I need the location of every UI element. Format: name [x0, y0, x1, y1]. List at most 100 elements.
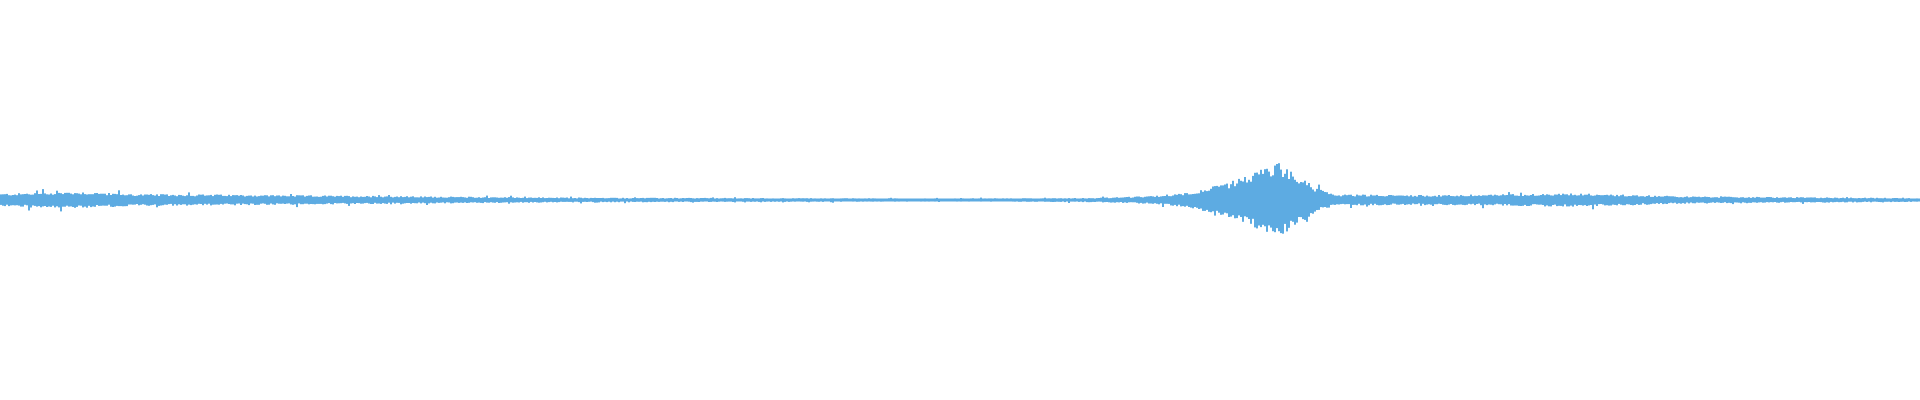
waveform-sample-bar	[1468, 196, 1470, 204]
waveform-sample-bar	[370, 197, 372, 204]
waveform-sample-bar	[40, 193, 42, 208]
waveform-sample-bar	[252, 196, 254, 204]
waveform-sample-bar	[86, 194, 88, 208]
waveform-sample-bar	[872, 198, 874, 202]
waveform-sample-bar	[1130, 197, 1132, 203]
waveform-sample-bar	[1132, 197, 1134, 203]
waveform-sample-bar	[422, 197, 424, 203]
waveform-sample-bar	[782, 198, 784, 203]
waveform-sample-bar	[1456, 195, 1458, 205]
waveform-sample-bar	[1858, 198, 1860, 203]
waveform-sample-bar	[468, 196, 470, 203]
waveform-sample-bar	[1066, 198, 1068, 202]
waveform-sample-bar	[1602, 195, 1604, 205]
waveform-sample-bar	[1890, 198, 1892, 203]
waveform-sample-bar	[1760, 197, 1762, 203]
waveform-sample-bar	[1756, 196, 1758, 203]
waveform-sample-bar	[658, 198, 660, 202]
waveform-sample-bar	[76, 193, 78, 207]
waveform-sample-bar	[1790, 197, 1792, 202]
waveform-sample-bar	[1582, 195, 1584, 206]
waveform-sample-bar	[460, 196, 462, 203]
waveform-sample-bar	[180, 195, 182, 205]
waveform-sample-bar	[230, 196, 232, 205]
waveform-sample-bar	[1594, 195, 1596, 205]
waveform-sample-bar	[842, 198, 844, 202]
waveform-sample-bar	[910, 198, 912, 202]
waveform-sample-bar	[984, 198, 986, 202]
waveform-sample-bar	[1584, 194, 1586, 206]
waveform-sample-bar	[1158, 196, 1160, 205]
waveform-sample-bar	[1848, 198, 1850, 202]
waveform-sample-bar	[628, 198, 630, 203]
waveform-sample-bar	[830, 198, 832, 203]
waveform-sample-bar	[954, 198, 956, 202]
waveform-sample-bar	[4, 194, 6, 207]
waveform-sample-bar	[1812, 197, 1814, 203]
waveform-sample-bar	[1068, 198, 1070, 203]
waveform-sample-bar	[1558, 193, 1560, 206]
waveform-sample-bar	[614, 197, 616, 203]
waveform-sample-bar	[80, 194, 82, 206]
waveform-sample-bar	[1652, 196, 1654, 204]
waveform-sample-bar	[282, 195, 284, 204]
waveform-sample-bar	[560, 197, 562, 202]
waveform-sample-bar	[732, 198, 734, 202]
waveform-sample-bar	[1482, 195, 1484, 209]
waveform-sample-bar	[546, 198, 548, 203]
waveform-sample-bar	[1058, 198, 1060, 202]
waveform-sample-bar	[972, 198, 974, 202]
waveform-sample-bar	[662, 198, 664, 202]
waveform-sample-bar	[322, 195, 324, 205]
waveform-sample-bar	[1612, 195, 1614, 205]
waveform-sample-bar	[352, 196, 354, 204]
waveform-sample-bar	[1660, 196, 1662, 203]
waveform-sample-bar	[1026, 198, 1028, 202]
waveform-sample-bar	[1314, 191, 1316, 212]
waveform-sample-bar	[1370, 194, 1372, 204]
waveform-sample-bar	[720, 198, 722, 202]
waveform-sample-bar	[346, 195, 348, 204]
waveform-sample-bar	[1682, 197, 1684, 204]
waveform-sample-bar	[912, 198, 914, 202]
waveform-sample-bar	[1802, 197, 1804, 204]
waveform-sample-bar	[1294, 179, 1296, 225]
waveform-sample-bar	[1062, 198, 1064, 202]
waveform-sample-bar	[22, 194, 24, 207]
waveform-sample-bar	[1884, 197, 1886, 202]
waveform-sample-bar	[848, 198, 850, 202]
waveform-sample-bar	[1080, 198, 1082, 202]
waveform-sample-bar	[948, 198, 950, 202]
waveform-sample-bar	[34, 193, 36, 206]
waveform-sample-bar	[1822, 198, 1824, 203]
waveform-sample-bar	[1202, 191, 1204, 211]
waveform-sample-bar	[1488, 194, 1490, 205]
waveform-sample-bar	[834, 198, 836, 202]
waveform-sample-bar	[708, 198, 710, 202]
waveform-sample-bar	[1162, 196, 1164, 207]
waveform-sample-bar	[1124, 197, 1126, 203]
waveform-sample-bar	[400, 196, 402, 205]
waveform-sample-bar	[1352, 196, 1354, 205]
waveform-sample-bar	[318, 196, 320, 204]
waveform-sample-bar	[580, 197, 582, 204]
waveform-sample-bar	[238, 195, 240, 204]
waveform-sample-bar	[1016, 198, 1018, 202]
waveform-sample-bar	[632, 198, 634, 202]
waveform-sample-bar	[1398, 195, 1400, 205]
waveform-sample-bar	[528, 197, 530, 203]
waveform-sample-bar	[260, 195, 262, 204]
waveform-sample-bar	[718, 198, 720, 202]
waveform-sample-bar	[1876, 197, 1878, 202]
waveform-sample-bar	[1408, 196, 1410, 205]
waveform-sample-bar	[1186, 193, 1188, 206]
waveform-sample-bar	[1666, 195, 1668, 204]
waveform-sample-bar	[434, 196, 436, 204]
waveform-sample-bar	[392, 197, 394, 203]
waveform-sample-bar	[1412, 196, 1414, 204]
waveform-sample-bar	[758, 198, 760, 202]
waveform-sample-bar	[814, 198, 816, 202]
waveform-sample-bar	[1448, 195, 1450, 205]
waveform-sample-bar	[1178, 193, 1180, 205]
